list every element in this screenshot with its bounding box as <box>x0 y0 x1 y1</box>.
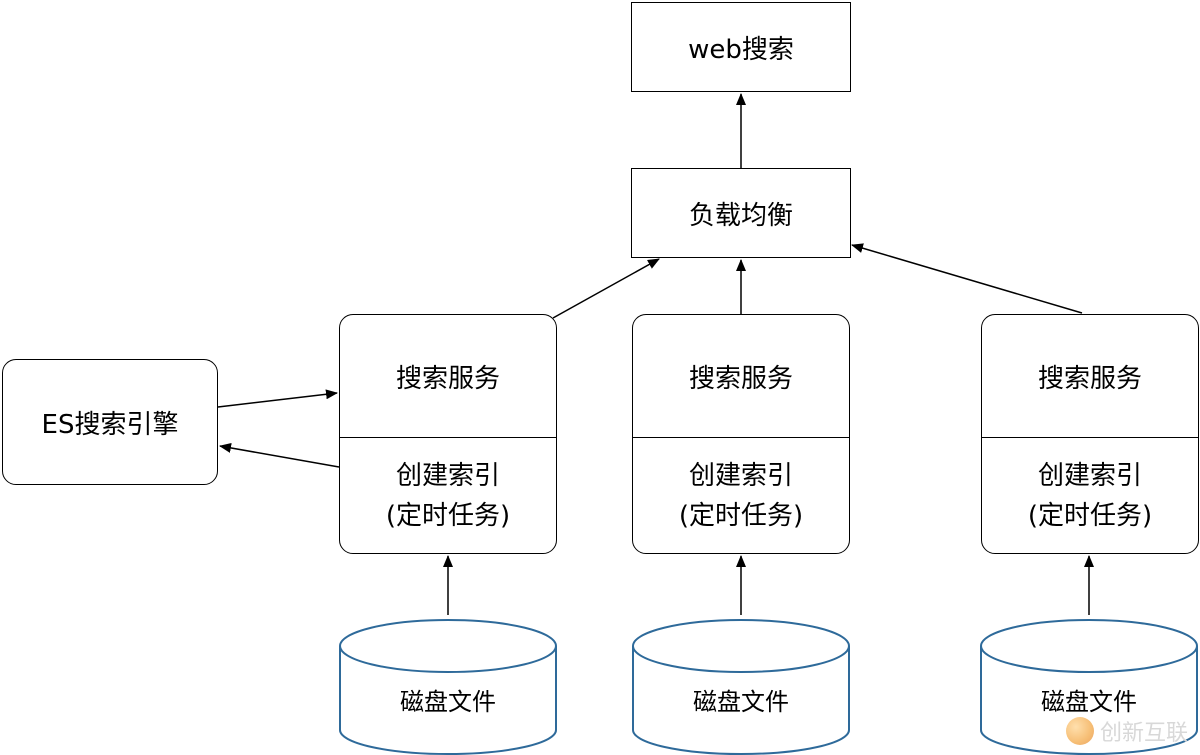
search-service-box: 搜索服务 <box>981 314 1199 438</box>
arrow-service3-to-lb <box>851 243 1083 314</box>
create-index-label: 创建索引 <box>1037 460 1142 491</box>
create-index-box: 创建索引 (定时任务) <box>981 437 1199 554</box>
create-index-label: 创建索引 <box>688 460 793 491</box>
arrow-index-to-es <box>219 442 340 468</box>
search-service-box: 搜索服务 <box>339 314 557 438</box>
watermark: 创新互联 <box>1065 715 1188 747</box>
es-engine-box: ES搜索引擎 <box>2 359 218 485</box>
search-service-label: 搜索服务 <box>1037 363 1142 394</box>
disk-file-label: 磁盘文件 <box>400 688 496 716</box>
arrow-service1-to-lb <box>552 258 660 319</box>
web-search-label: web搜索 <box>688 34 794 65</box>
arrow-es-to-service <box>217 389 338 408</box>
create-index-label: 创建索引 <box>395 460 500 491</box>
load-balancer-box: 负载均衡 <box>631 168 851 258</box>
scheduled-task-label: (定时任务) <box>1027 500 1153 531</box>
scheduled-task-label: (定时任务) <box>385 500 511 531</box>
disk-file-label: 磁盘文件 <box>1041 688 1137 716</box>
search-service-label: 搜索服务 <box>688 363 793 394</box>
es-engine-label: ES搜索引擎 <box>41 409 179 440</box>
scheduled-task-label: (定时任务) <box>678 500 804 531</box>
disk-file-label: 磁盘文件 <box>693 688 789 716</box>
search-service-box: 搜索服务 <box>632 314 850 438</box>
load-balancer-label: 负载均衡 <box>688 200 793 231</box>
watermark-text: 创新互联 <box>1099 721 1188 746</box>
search-service-label: 搜索服务 <box>395 363 500 394</box>
watermark-logo-icon <box>1065 717 1094 745</box>
web-search-box: web搜索 <box>631 2 851 92</box>
create-index-box: 创建索引 (定时任务) <box>632 437 850 554</box>
create-index-box: 创建索引 (定时任务) <box>339 437 557 554</box>
